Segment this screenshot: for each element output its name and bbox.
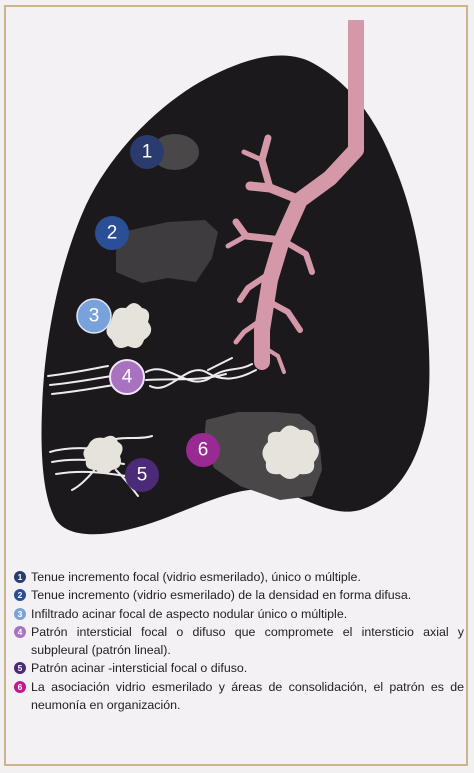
marker-3: 3 (77, 299, 111, 333)
legend-number-3: 3 (14, 608, 26, 620)
svg-text:5: 5 (137, 465, 148, 486)
marker-5: 5 (125, 458, 159, 492)
svg-text:2: 2 (107, 223, 118, 244)
svg-text:3: 3 (89, 306, 100, 327)
legend-text-6: La asociación vidrio esmerilado y áreas … (31, 680, 464, 712)
legend-text-2: Tenue incremento (vidrio esmerilado) de … (31, 588, 411, 602)
svg-text:6: 6 (198, 440, 209, 461)
legend-text-4: Patrón intersticial focal o difuso que c… (31, 625, 464, 657)
legend-item-4: 4 Patrón intersticial focal o difuso que… (14, 623, 464, 660)
legend-text-1: Tenue incremento focal (vidrio esmerilad… (31, 570, 361, 584)
consolidation-6 (262, 425, 319, 479)
svg-text:4: 4 (122, 367, 133, 388)
legend-text-5: Patrón acinar -intersticial focal o difu… (31, 661, 247, 675)
lung-diagram: 1 2 3 4 5 6 (0, 0, 474, 560)
svg-text:1: 1 (142, 142, 153, 163)
legend-number-2: 2 (14, 589, 26, 601)
marker-4: 4 (110, 360, 144, 394)
legend-item-1: 1 Tenue incremento focal (vidrio esmeril… (14, 568, 464, 586)
legend-number-6: 6 (14, 681, 26, 693)
legend-item-2: 2 Tenue incremento (vidrio esmerilado) d… (14, 586, 464, 604)
trachea-top (348, 20, 364, 40)
legend-item-6: 6 La asociación vidrio esmerilado y área… (14, 678, 464, 715)
legend-item-3: 3 Infiltrado acinar focal de aspecto nod… (14, 605, 464, 623)
legend-number-1: 1 (14, 571, 26, 583)
marker-2: 2 (95, 216, 129, 250)
legend-text-3: Infiltrado acinar focal de aspecto nodul… (31, 607, 347, 621)
legend-number-4: 4 (14, 626, 26, 638)
legend: 1 Tenue incremento focal (vidrio esmeril… (14, 568, 464, 714)
marker-1: 1 (130, 135, 164, 169)
legend-number-5: 5 (14, 662, 26, 674)
marker-6: 6 (186, 433, 220, 467)
legend-item-5: 5 Patrón acinar -intersticial focal o di… (14, 659, 464, 677)
